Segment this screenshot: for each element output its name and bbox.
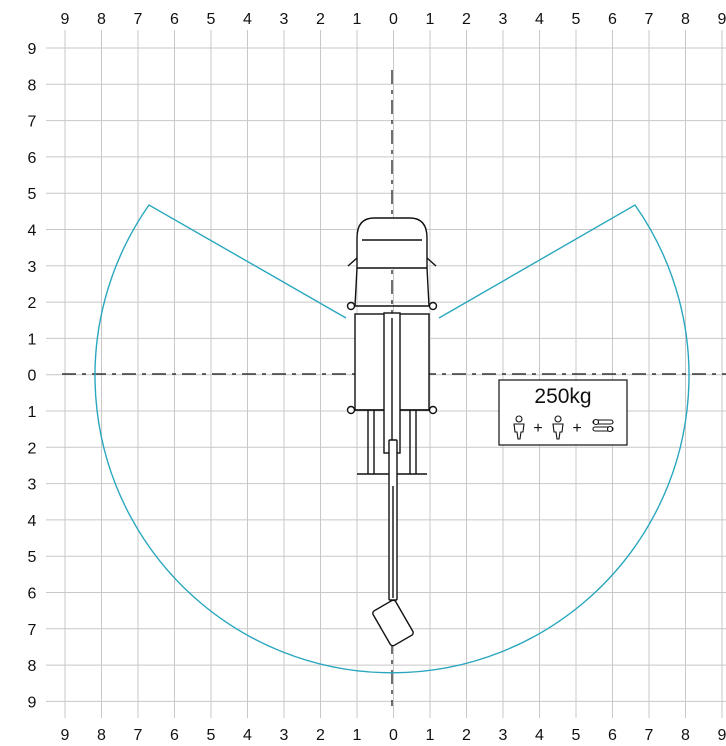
cab xyxy=(356,217,428,269)
person-icon xyxy=(552,415,564,440)
outrigger-rear-right xyxy=(428,405,438,415)
outrigger-front-right xyxy=(428,301,438,311)
top-tick-label: 5 xyxy=(207,11,216,28)
bottom-tick-label: 3 xyxy=(280,727,289,744)
top-tick-label: 1 xyxy=(426,11,435,28)
left-tick-label: 4 xyxy=(28,513,37,530)
capacity-label: 250kg + + xyxy=(498,379,628,446)
top-tick-label: 8 xyxy=(97,11,106,28)
left-tick-label: 9 xyxy=(28,694,37,711)
plus-sign: + xyxy=(533,420,542,437)
outrigger-front-left xyxy=(346,301,356,311)
bottom-tick-label: 2 xyxy=(462,727,471,744)
bottom-tick-label: 9 xyxy=(61,727,70,744)
bottom-tick-label: 8 xyxy=(97,727,106,744)
bottom-tick-label: 3 xyxy=(499,727,508,744)
bottom-tick-label: 6 xyxy=(170,727,179,744)
left-tick-label: 2 xyxy=(28,295,37,312)
bottom-tick-label: 5 xyxy=(572,727,581,744)
bottom-tick-label: 2 xyxy=(316,727,325,744)
reach-envelope xyxy=(94,204,690,674)
work-basket xyxy=(372,599,414,647)
top-tick-label: 3 xyxy=(499,11,508,28)
bottom-axis-labels: 9 8 7 6 5 4 3 2 1 0 1 2 3 4 5 6 7 8 9 xyxy=(61,727,726,744)
left-tick-label: 6 xyxy=(28,150,37,167)
top-tick-label: 4 xyxy=(535,11,544,28)
top-tick-label: 2 xyxy=(462,11,471,28)
plus-sign: + xyxy=(572,420,581,437)
left-tick-label: 4 xyxy=(28,223,37,240)
top-tick-label: 3 xyxy=(280,11,289,28)
bottom-tick-label: 5 xyxy=(207,727,216,744)
person-icon xyxy=(513,415,525,440)
top-tick-label: 6 xyxy=(608,11,617,28)
bottom-tick-label: 4 xyxy=(535,727,544,744)
top-tick-label: 9 xyxy=(61,11,70,28)
left-tick-label: 9 xyxy=(28,41,37,58)
bottom-tick-label: 4 xyxy=(243,727,252,744)
bottom-tick-label: 8 xyxy=(681,727,690,744)
top-tick-label: 0 xyxy=(389,11,398,28)
bottom-tick-label: 0 xyxy=(389,727,398,744)
tools-icon xyxy=(592,418,614,433)
top-tick-label: 2 xyxy=(316,11,325,28)
bottom-tick-label: 7 xyxy=(645,727,654,744)
left-tick-label: 5 xyxy=(28,186,37,203)
left-tick-label: 2 xyxy=(28,440,37,457)
top-tick-label: 8 xyxy=(681,11,690,28)
left-tick-label: 5 xyxy=(28,549,37,566)
outrigger-rear-left xyxy=(346,405,356,415)
top-tick-label: 6 xyxy=(170,11,179,28)
chassis-front xyxy=(354,267,430,307)
left-tick-label: 8 xyxy=(28,658,37,675)
left-tick-label: 0 xyxy=(28,368,37,385)
left-mirror xyxy=(347,257,358,267)
left-tick-label: 1 xyxy=(28,404,37,421)
load-capacity-text: 250kg xyxy=(534,385,591,408)
left-tick-label: 3 xyxy=(28,477,37,494)
top-tick-label: 4 xyxy=(243,11,252,28)
top-axis-labels: 9 8 7 6 5 4 3 2 1 0 1 2 3 4 5 6 7 8 9 xyxy=(61,11,726,28)
bottom-tick-label: 6 xyxy=(608,727,617,744)
rear-frame xyxy=(367,410,417,474)
bottom-tick-label: 1 xyxy=(353,727,362,744)
right-mirror xyxy=(426,257,437,267)
left-tick-label: 6 xyxy=(28,586,37,603)
bottom-tick-label: 7 xyxy=(134,727,143,744)
left-tick-label: 1 xyxy=(28,331,37,348)
bottom-tick-label: 1 xyxy=(426,727,435,744)
top-tick-label: 7 xyxy=(134,11,143,28)
left-tick-label: 7 xyxy=(28,622,37,639)
left-tick-label: 3 xyxy=(28,259,37,276)
top-tick-label: 5 xyxy=(572,11,581,28)
machine-top-view xyxy=(346,217,438,647)
left-tick-label: 7 xyxy=(28,114,37,131)
bottom-tick-label: 9 xyxy=(718,727,726,744)
top-tick-label: 1 xyxy=(353,11,362,28)
left-axis-labels: 9 8 7 6 5 4 3 2 1 0 1 2 3 4 5 6 7 8 9 xyxy=(28,41,37,711)
left-tick-label: 8 xyxy=(28,77,37,94)
top-tick-label: 9 xyxy=(718,11,726,28)
top-tick-label: 7 xyxy=(645,11,654,28)
